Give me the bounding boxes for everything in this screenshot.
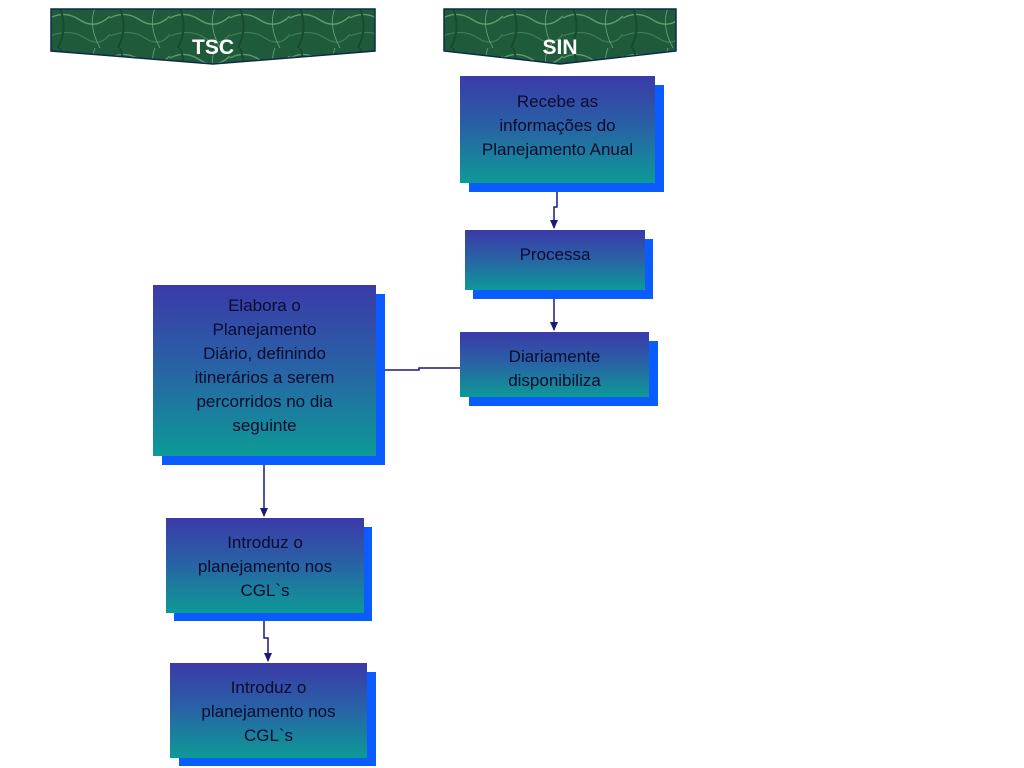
lane-label-tsc: TSC	[192, 36, 234, 59]
lane-header-tsc: TSC	[50, 8, 376, 66]
step-diariamente-label: Diariamente disponibiliza	[508, 347, 601, 390]
connector-recebe-processa	[550, 184, 558, 229]
step-recebe-label: Recebe as informações do Planejamento An…	[481, 92, 634, 159]
lane-header-sin: SIN	[443, 8, 677, 66]
lane-label-sin: SIN	[542, 36, 578, 59]
connector-diariamente-elabora	[376, 366, 460, 374]
lane-header-sin-shape	[443, 8, 677, 65]
step-elabora-label: Elabora o Planejamento Diário, definindo…	[194, 296, 335, 435]
step-introduz-1-label: Introduz o planejamento nos CGL`s	[197, 533, 333, 600]
step-processa: Processa	[465, 230, 645, 290]
connector-introduz-1-introduz-2	[263, 613, 272, 662]
step-introduz-2: Introduz o planejamento nos CGL`s	[170, 663, 367, 758]
lane-header-tsc-shape	[50, 8, 376, 65]
step-introduz-1: Introduz o planejamento nos CGL`s	[166, 518, 364, 613]
step-diariamente: Diariamente disponibiliza	[460, 332, 649, 397]
step-introduz-2-label: Introduz o planejamento nos CGL`s	[201, 678, 336, 745]
step-elabora: Elabora o Planejamento Diário, definindo…	[153, 285, 376, 456]
step-recebe: Recebe as informações do Planejamento An…	[460, 76, 655, 183]
step-processa-label: Processa	[519, 245, 591, 264]
